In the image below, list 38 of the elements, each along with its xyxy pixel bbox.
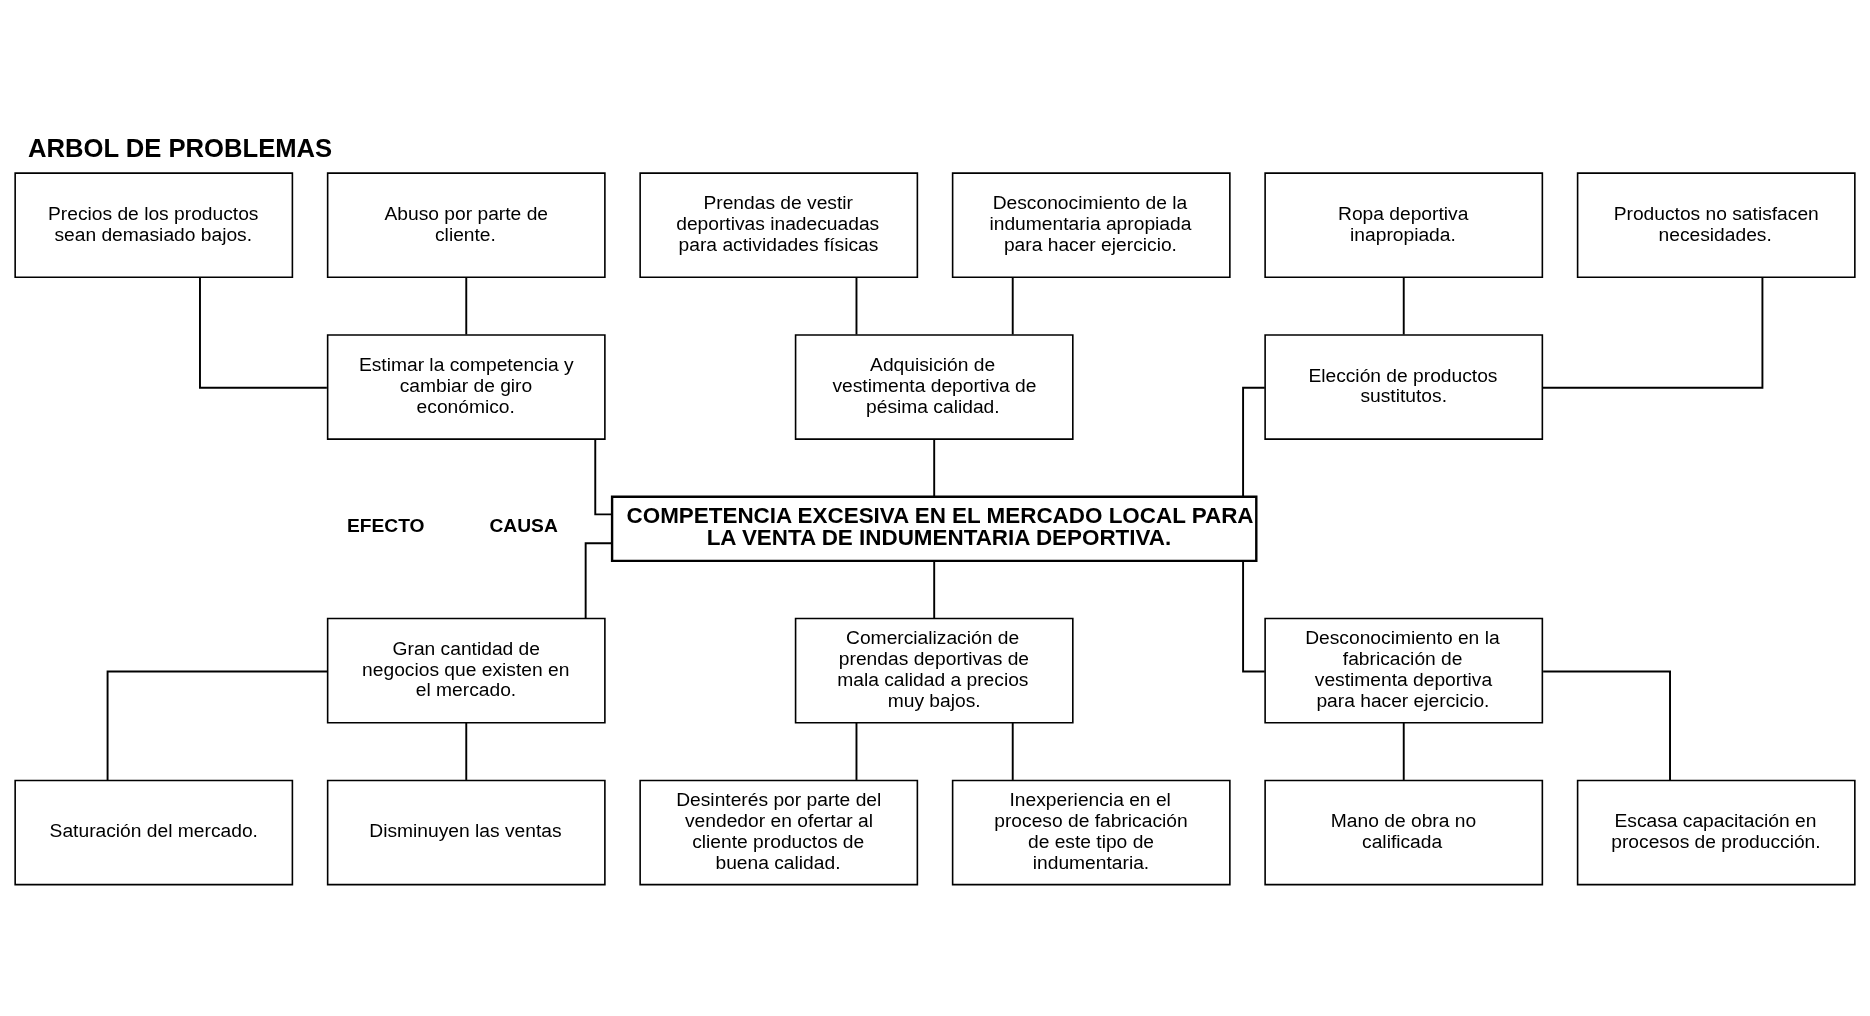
node-box: Desconocimiento en la fabricación de vestimenta deportiva para hacer ejercicio. [1264, 617, 1544, 724]
connector [1402, 276, 1405, 336]
node-box: Estimar la competencia y cambiar de giro económico. [326, 334, 606, 440]
connector [106, 670, 329, 782]
connector [1402, 721, 1405, 781]
node-box: Comercialización de prendas deportivas de mala calidad a precios muy bajos. [794, 617, 1074, 724]
node-box: Mano de obra no calificada [1264, 779, 1544, 886]
connector [855, 276, 858, 336]
node-box: COMPETENCIA EXCESIVA EN EL MERCADO LOCAL PARA LA VENTA DE INDUMENTARIA DEPORTIVA. [610, 495, 1258, 563]
node-box: Gran cantidad de negocios que existen en el mercado. [326, 617, 606, 724]
node-box: Prendas de vestir deportivas inadecuadas para actividades físicas [639, 172, 919, 279]
node-box: Desinterés por parte del vendedor en ofertar al cliente productos de buena calidad. [639, 779, 919, 886]
node-box: Inexperiencia en el proceso de fabricación de este tipo de indumentaria. [951, 779, 1231, 886]
node-box: Adquisición de vestimenta deportiva de pésima calidad. [794, 334, 1074, 440]
node-box: Saturación del mercado. [14, 779, 294, 886]
node-box: Elección de productos sustitutos. [1264, 334, 1544, 440]
connector [1011, 276, 1014, 336]
connector [1011, 721, 1014, 781]
connector [855, 721, 858, 781]
node-box: Ropa deportiva inapropiada. [1264, 172, 1544, 279]
connector [584, 542, 613, 620]
connector [594, 438, 614, 516]
diagram-title: ARBOL DE PROBLEMAS [27, 133, 333, 162]
node-box: Abuso por parte de cliente. [326, 172, 606, 279]
connector [1542, 670, 1671, 782]
connector [465, 721, 468, 781]
connector [1541, 276, 1764, 389]
label: EFECTO [346, 515, 425, 537]
connector [933, 560, 936, 619]
connector [465, 276, 468, 336]
node-box: Disminuyen las ventas [326, 779, 606, 886]
connector [933, 438, 936, 498]
node-box: Productos no satisfacen necesidades. [1576, 172, 1856, 279]
node-box: Desconocimiento de la indumentaria apropiada para hacer ejercicio. [951, 172, 1231, 279]
node-box: Precios de los productos sean demasiado bajos. [14, 172, 294, 279]
connector [199, 276, 328, 389]
node-box: Escasa capacitación en procesos de producción. [1576, 779, 1856, 886]
label: CAUSA [489, 515, 558, 537]
